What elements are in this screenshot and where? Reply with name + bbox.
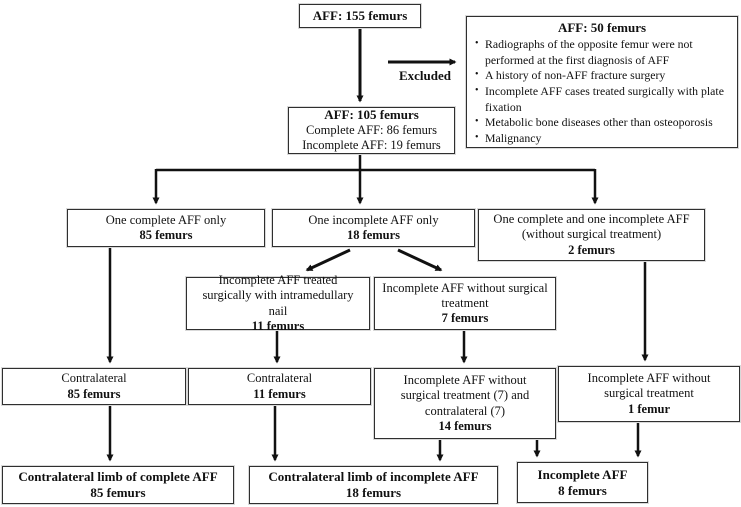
final-count: 18 femurs bbox=[345, 485, 402, 500]
subgroup-label: Incomplete AFF treated surgically with i… bbox=[202, 273, 354, 318]
excluded-bullet-list: Radiographs of the opposite femur were n… bbox=[473, 37, 731, 147]
cohort-label: Contralateral bbox=[61, 371, 127, 386]
excluded-criteria-box: AFF: 50 femurs Radiographs of the opposi… bbox=[466, 16, 738, 148]
group-count: 85 femurs bbox=[139, 228, 193, 242]
final-contralateral-incomplete-box: Contralateral limb of incomplete AFF 18 … bbox=[249, 466, 498, 504]
group-label: One incomplete AFF only bbox=[308, 212, 439, 227]
final-contralateral-complete-box: Contralateral limb of complete AFF 85 fe… bbox=[2, 466, 234, 504]
group-one-incomplete-box: One incomplete AFF only 18 femurs bbox=[272, 209, 475, 247]
cohort-contralateral-85-box: Contralateral 85 femurs bbox=[2, 368, 186, 405]
excluded-bullet: Malignancy bbox=[473, 131, 731, 147]
subgroup-intramedullary-nail-box: Incomplete AFF treated surgically with i… bbox=[186, 273, 370, 333]
cohort-count: 14 femurs bbox=[438, 418, 492, 433]
group-count: 2 femurs bbox=[568, 242, 615, 257]
excluded-bullet: Radiographs of the opposite femur were n… bbox=[473, 37, 731, 68]
root-label: AFF: 155 femurs bbox=[312, 8, 408, 24]
final-label: Incomplete AFF bbox=[537, 466, 628, 482]
cohort-label: Contralateral bbox=[246, 371, 313, 386]
final-label: Contralateral limb of incomplete AFF bbox=[268, 469, 479, 485]
included-title: AFF: 105 femurs bbox=[324, 107, 419, 123]
included-complete-line: Complete AFF: 86 femurs bbox=[306, 123, 437, 138]
group-label: One complete and one incomplete AFF bbox=[493, 212, 690, 227]
excluded-bullet: A history of non-AFF fracture surgery bbox=[473, 68, 731, 84]
included-box-aff-105: AFF: 105 femurs Complete AFF: 86 femurs … bbox=[288, 107, 455, 154]
included-incomplete-line: Incomplete AFF: 19 femurs bbox=[302, 138, 441, 153]
cohort-contralateral-11-box: Contralateral 11 femurs bbox=[188, 368, 371, 405]
subgroup-label: Incomplete AFF without surgical treatmen… bbox=[382, 280, 548, 310]
cohort-label: Incomplete AFF without surgical treatmen… bbox=[400, 373, 530, 418]
subgroup-count: 7 femurs bbox=[441, 311, 489, 326]
cohort-no-surgery-one-box: Incomplete AFF without surgical treatmen… bbox=[558, 366, 740, 422]
root-box-aff-155: AFF: 155 femurs bbox=[299, 4, 421, 28]
group-label2: (without surgical treatment) bbox=[521, 227, 662, 242]
cohort-label: Incomplete AFF without surgical treatmen… bbox=[587, 371, 711, 401]
group-complete-and-incomplete-box: One complete and one incomplete AFF (wit… bbox=[478, 209, 705, 261]
group-label: One complete AFF only bbox=[105, 212, 227, 227]
cohort-count: 85 femurs bbox=[67, 386, 121, 401]
subgroup-no-surgery-box: Incomplete AFF without surgical treatmen… bbox=[374, 277, 556, 330]
excluded-title: AFF: 50 femurs bbox=[557, 20, 647, 35]
cohort-no-surgery-and-contralateral-box: Incomplete AFF without surgical treatmen… bbox=[374, 368, 556, 439]
final-count: 8 femurs bbox=[558, 482, 607, 498]
final-incomplete-aff-box: Incomplete AFF 8 femurs bbox=[517, 462, 648, 503]
final-label: Contralateral limb of complete AFF bbox=[18, 469, 218, 485]
group-count: 18 femurs bbox=[346, 228, 401, 242]
group-one-complete-box: One complete AFF only 85 femurs bbox=[67, 209, 265, 247]
excluded-bullet: Metabolic bone diseases other than osteo… bbox=[473, 115, 731, 131]
excluded-bullet: Incomplete AFF cases treated surgically … bbox=[473, 84, 731, 115]
cohort-count: 11 femurs bbox=[253, 386, 306, 401]
cohort-count: 1 femur bbox=[628, 401, 670, 416]
final-count: 85 femurs bbox=[90, 485, 146, 500]
excluded-arrow-label: Excluded bbox=[398, 68, 451, 83]
subgroup-count: 11 femurs bbox=[251, 318, 305, 333]
